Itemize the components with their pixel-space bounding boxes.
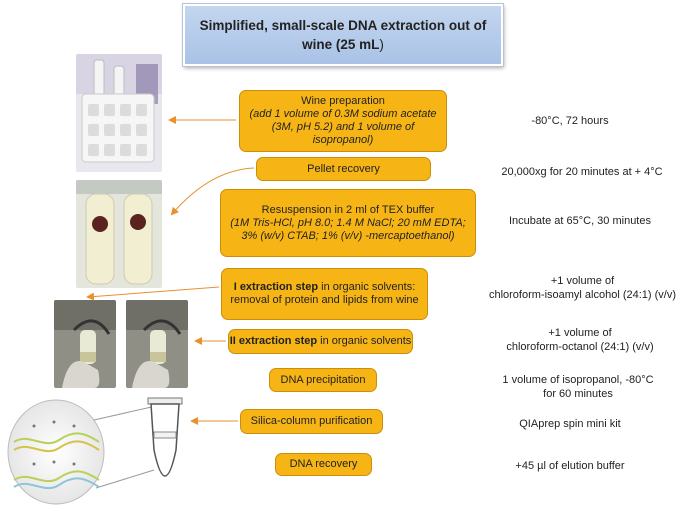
condition-wine-preparation: -80°C, 72 hours bbox=[531, 115, 609, 127]
extraction-tube-photo-1 bbox=[54, 300, 116, 388]
step-resuspension: Resuspension in 2 ml of TEX buffer (1M T… bbox=[220, 189, 476, 257]
condition-extraction-2-line2: chloroform-octanol (24:1) (v/v) bbox=[506, 341, 654, 353]
condition-extraction-2-line1: +1 volume of bbox=[548, 327, 612, 339]
resuspension-detail: (1M Tris-HCl, pH 8.0; 1.4 M NaCl; 20 mM … bbox=[230, 216, 466, 242]
extraction-1-text: in organic solvents: removal of protein … bbox=[230, 281, 419, 306]
condition-silica-purification: QIAprep spin mini kit bbox=[519, 418, 621, 430]
step-silica-purification: Silica-column purification bbox=[240, 409, 383, 434]
condition-dna-precipitation: 1 volume of isopropanol, -80°C for 60 mi… bbox=[502, 374, 654, 400]
condition-extraction-1: +1 volume of chloroform-isoamyl alcohol … bbox=[485, 274, 680, 302]
condition-pellet-recovery: 20,000xg for 20 minutes at + 4°C bbox=[501, 166, 663, 178]
step-wine-preparation: Wine preparation (add 1 volume of 0.3M s… bbox=[239, 90, 447, 152]
extraction-2-bold: II extraction step bbox=[229, 335, 318, 347]
title-text: Simplified, small-scale DNA extraction o… bbox=[199, 18, 487, 52]
wine-preparation-detail: (add 1 volume of 0.3M sodium acetate (3M… bbox=[249, 108, 437, 146]
extraction-2-text: in organic solvents bbox=[317, 335, 412, 347]
wine-tubes-rack-photo bbox=[76, 54, 162, 172]
step-extraction-2: II extraction step in organic solvents bbox=[228, 329, 413, 354]
condition-resuspension: Incubate at 65°C, 30 minutes bbox=[509, 215, 651, 227]
extraction-1-bold: I extraction step bbox=[233, 281, 319, 293]
condition-extraction-1-line2: chloroform-isoamyl alcohol (24:1) (v/v) bbox=[488, 289, 677, 301]
step-dna-recovery: DNA recovery bbox=[275, 453, 372, 476]
title-suffix: ) bbox=[379, 37, 384, 52]
step-dna-precipitation: DNA precipitation bbox=[269, 368, 377, 392]
extraction-tube-photo-2 bbox=[126, 300, 188, 388]
condition-extraction-2: +1 volume of chloroform-octanol (24:1) (… bbox=[490, 326, 670, 354]
pellet-recovery-label: Pellet recovery bbox=[307, 162, 380, 175]
pellet-tubes-photo bbox=[76, 180, 162, 288]
condition-dna-recovery: +45 µl of elution buffer bbox=[515, 460, 625, 472]
page-title: Simplified, small-scale DNA extraction o… bbox=[182, 3, 504, 67]
step-pellet-recovery: Pellet recovery bbox=[256, 157, 431, 181]
resuspension-label: Resuspension in 2 ml of TEX buffer bbox=[261, 203, 435, 216]
dna-silica-illustration bbox=[4, 392, 204, 506]
dna-precipitation-label: DNA precipitation bbox=[280, 373, 366, 386]
silica-purification-label: Silica-column purification bbox=[250, 415, 373, 427]
arrow-extraction-1 bbox=[86, 286, 220, 301]
wine-preparation-label: Wine preparation bbox=[301, 95, 385, 107]
condition-extraction-1-line1: +1 volume of bbox=[550, 275, 615, 287]
step-extraction-1: I extraction step in organic solvents: r… bbox=[221, 268, 428, 320]
dna-recovery-label: DNA recovery bbox=[289, 458, 358, 470]
